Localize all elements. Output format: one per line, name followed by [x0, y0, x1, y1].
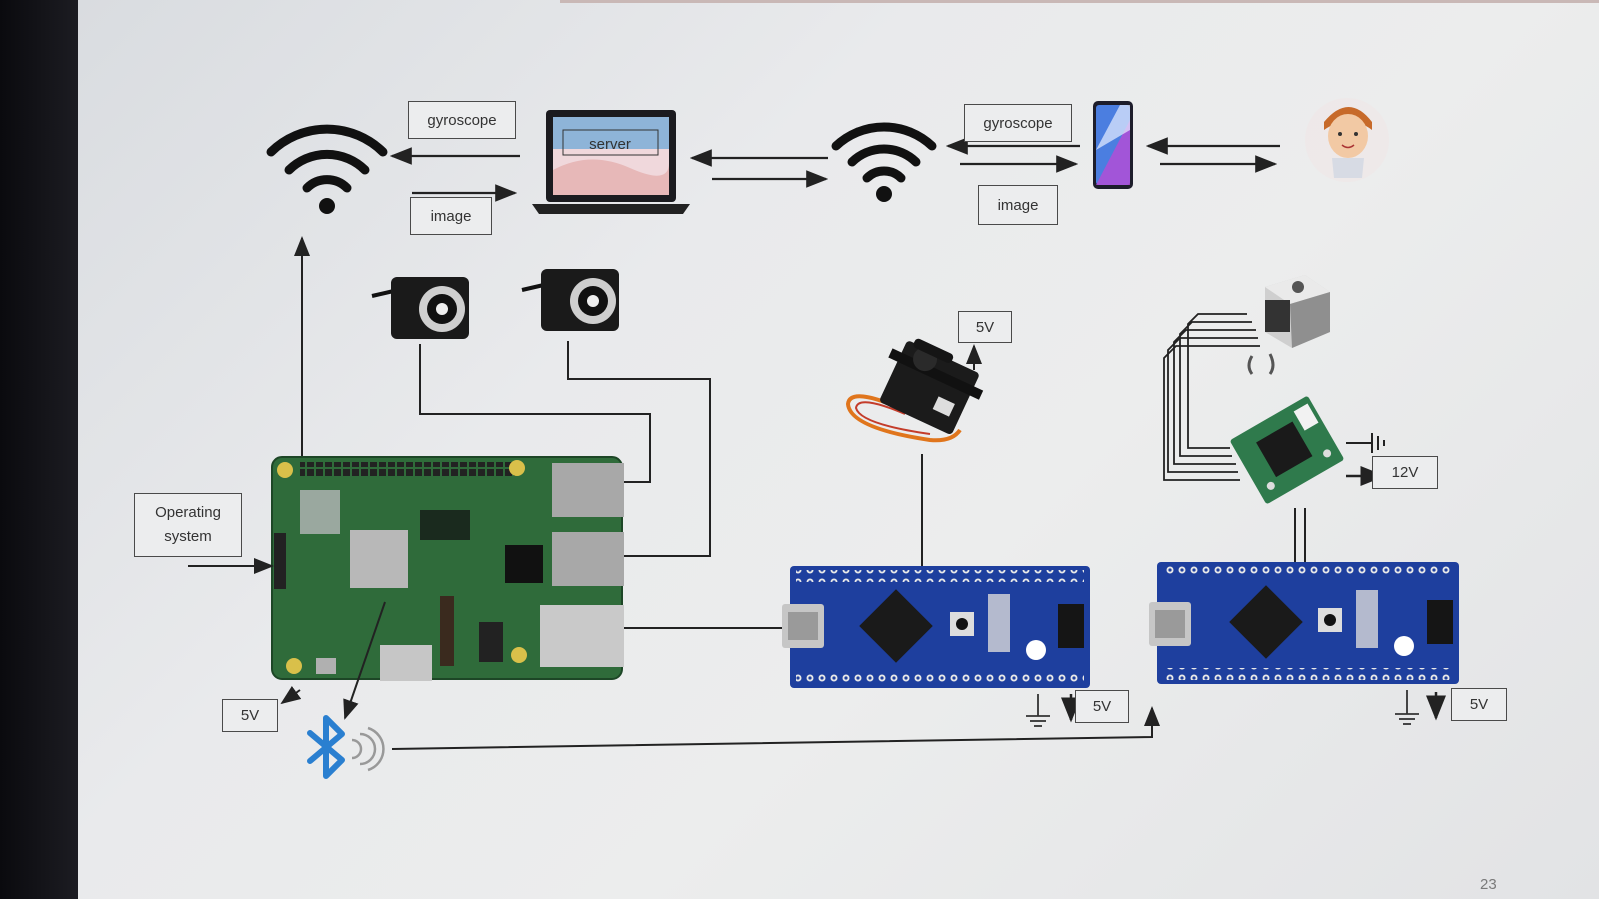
page-number: 23 [1480, 876, 1497, 893]
driver-wires [1294, 508, 1306, 565]
rpi-power-arrow [280, 685, 302, 705]
gyroscope-label: gyroscope [408, 101, 516, 139]
wifi-icon [266, 124, 388, 214]
image-label: image [410, 197, 492, 235]
ground-symbol [1395, 690, 1419, 725]
ground-symbol [1346, 433, 1385, 453]
bluetooth-arrow [343, 601, 386, 720]
nano1-power-label: 5V [1075, 690, 1129, 723]
bluetooth-icon [307, 715, 345, 779]
stepper-wires [1163, 313, 1260, 481]
raspberry-pi-board [271, 456, 624, 681]
smartphone-icon [1093, 101, 1133, 189]
wifi-icon [831, 122, 937, 202]
stepper-driver [1230, 396, 1344, 504]
webcam-icon [371, 277, 469, 339]
rpi-power-label: 5V [222, 699, 278, 732]
image-label: image [978, 185, 1058, 225]
stepper-motor [1247, 275, 1330, 375]
gyroscope-label: gyroscope [964, 104, 1072, 142]
ground-symbol [1026, 694, 1050, 727]
arduino-nano [782, 566, 1090, 688]
camera-wires [294, 236, 711, 557]
webcam-icon [521, 269, 619, 331]
servo-motor [845, 338, 984, 443]
top-row-arrows [389, 137, 1280, 202]
monitor-bezel [0, 0, 78, 899]
server-label: server [589, 136, 631, 153]
bluetooth-link [391, 706, 1160, 750]
slide-top-edge [560, 0, 1599, 3]
laptop-icon [532, 110, 690, 214]
stepper-power-label: 12V [1372, 456, 1438, 489]
nano2-power-label: 5V [1451, 688, 1507, 721]
arduino-nano [1149, 562, 1459, 684]
servo-power-label: 5V [958, 311, 1012, 343]
user-avatar-icon [1305, 98, 1389, 182]
operating-system-label: Operating system [134, 493, 242, 557]
signal-waves [351, 726, 385, 772]
